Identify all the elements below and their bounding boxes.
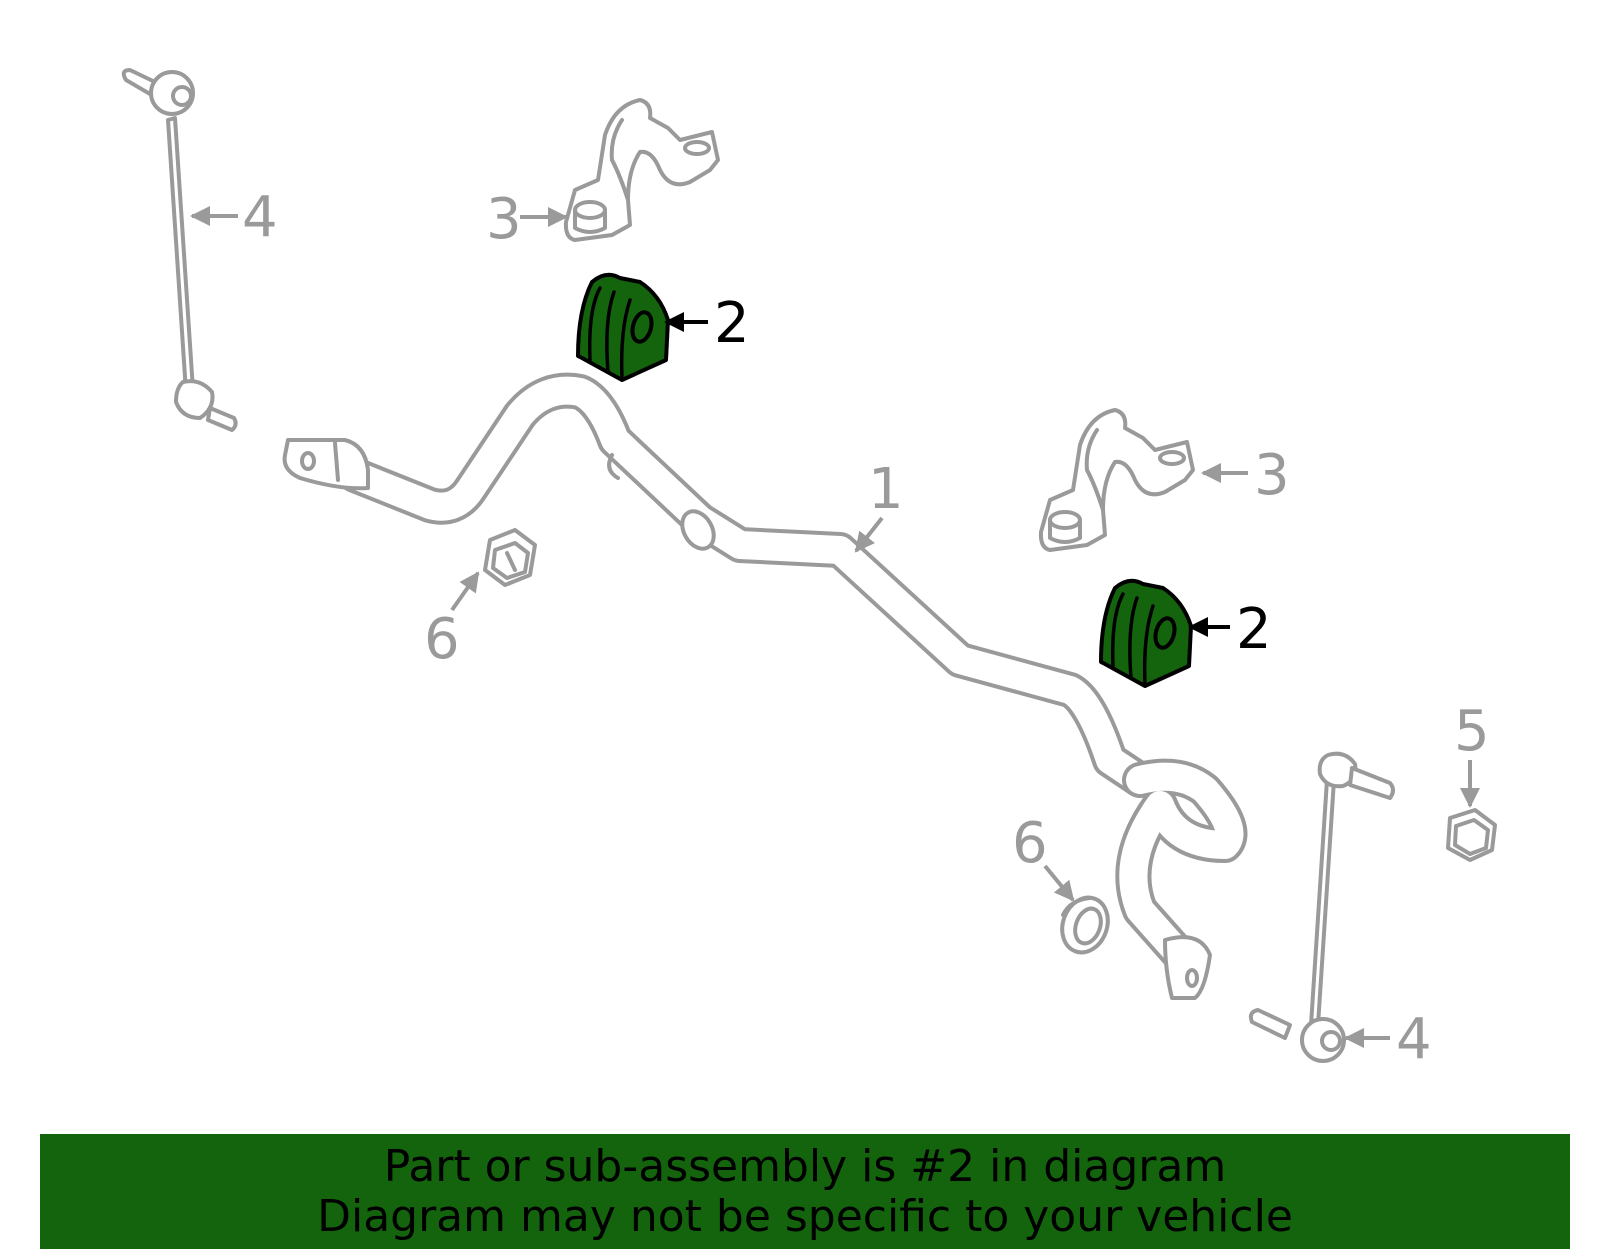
callout-4-right: 4 (1396, 1007, 1432, 1072)
bracket-top (563, 98, 720, 242)
bushing-top-highlighted (576, 272, 670, 382)
callout-2-top: 2 (714, 291, 750, 356)
bracket-right (1038, 408, 1195, 552)
callout-1: 1 (868, 457, 904, 522)
nut-left (483, 528, 537, 587)
caption-line-1: Part or sub-assembly is #2 in diagram (383, 1141, 1227, 1192)
callout-3-right: 3 (1254, 443, 1290, 508)
callout-5: 5 (1454, 699, 1490, 764)
caption-line-2: Diagram may not be specific to your vehi… (317, 1191, 1293, 1242)
callout-6-left: 6 (424, 607, 460, 672)
callout-3-top: 3 (486, 187, 522, 252)
callout-2-right: 2 (1236, 597, 1272, 662)
stabilizer-link-left (121, 68, 238, 432)
nut-right (1060, 895, 1110, 955)
callout-4-left: 4 (242, 185, 278, 250)
stabilizer-link-right (1248, 751, 1395, 1063)
flange-nut (1446, 808, 1497, 862)
leader-lines (190, 206, 1480, 1048)
callout-6-right: 6 (1012, 811, 1048, 876)
caption-banner: Part or sub-assembly is #2 in diagram Di… (40, 1134, 1570, 1249)
stabilizer-bar (282, 372, 1248, 1000)
bushing-right-highlighted (1099, 578, 1193, 688)
